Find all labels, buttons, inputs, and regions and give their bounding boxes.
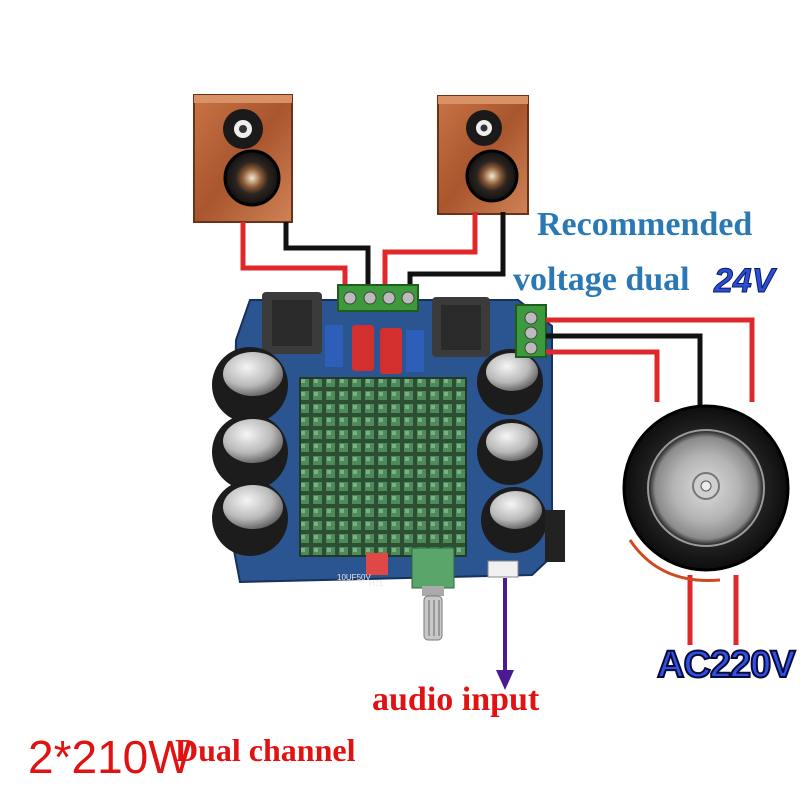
voltage-dual-label: voltage dual xyxy=(513,261,690,298)
dual-channel-label: Dual channel xyxy=(175,732,356,768)
speaker-terminal xyxy=(337,284,419,312)
audio-input-label: audio input xyxy=(372,681,540,718)
capacitors-right xyxy=(477,349,547,553)
board-marking-cap: 10UF50V xyxy=(337,573,371,582)
dip-switch xyxy=(366,553,388,575)
speaker-wires xyxy=(240,212,506,288)
capacitors-left xyxy=(212,347,288,556)
transformer-icon xyxy=(622,404,790,582)
audio-input-arrow xyxy=(496,578,514,690)
amplifier-board: 10UF50V HTL xyxy=(212,284,565,588)
ac-voltage-label: AC220V xyxy=(656,644,797,686)
board-marking-ic: HTL xyxy=(369,579,385,588)
speaker-right-icon xyxy=(437,95,529,215)
audio-input-connector xyxy=(487,560,519,578)
power-terminal xyxy=(515,304,547,358)
transformer-wires xyxy=(546,317,755,645)
voltage-value-label: 24V xyxy=(714,262,775,300)
speaker-left-icon xyxy=(193,94,293,223)
recommended-label: Recommended xyxy=(537,206,753,243)
heatsink xyxy=(299,377,467,557)
potentiometer-knob-icon xyxy=(411,547,455,641)
power-rating-label: 2*210W xyxy=(28,731,192,783)
